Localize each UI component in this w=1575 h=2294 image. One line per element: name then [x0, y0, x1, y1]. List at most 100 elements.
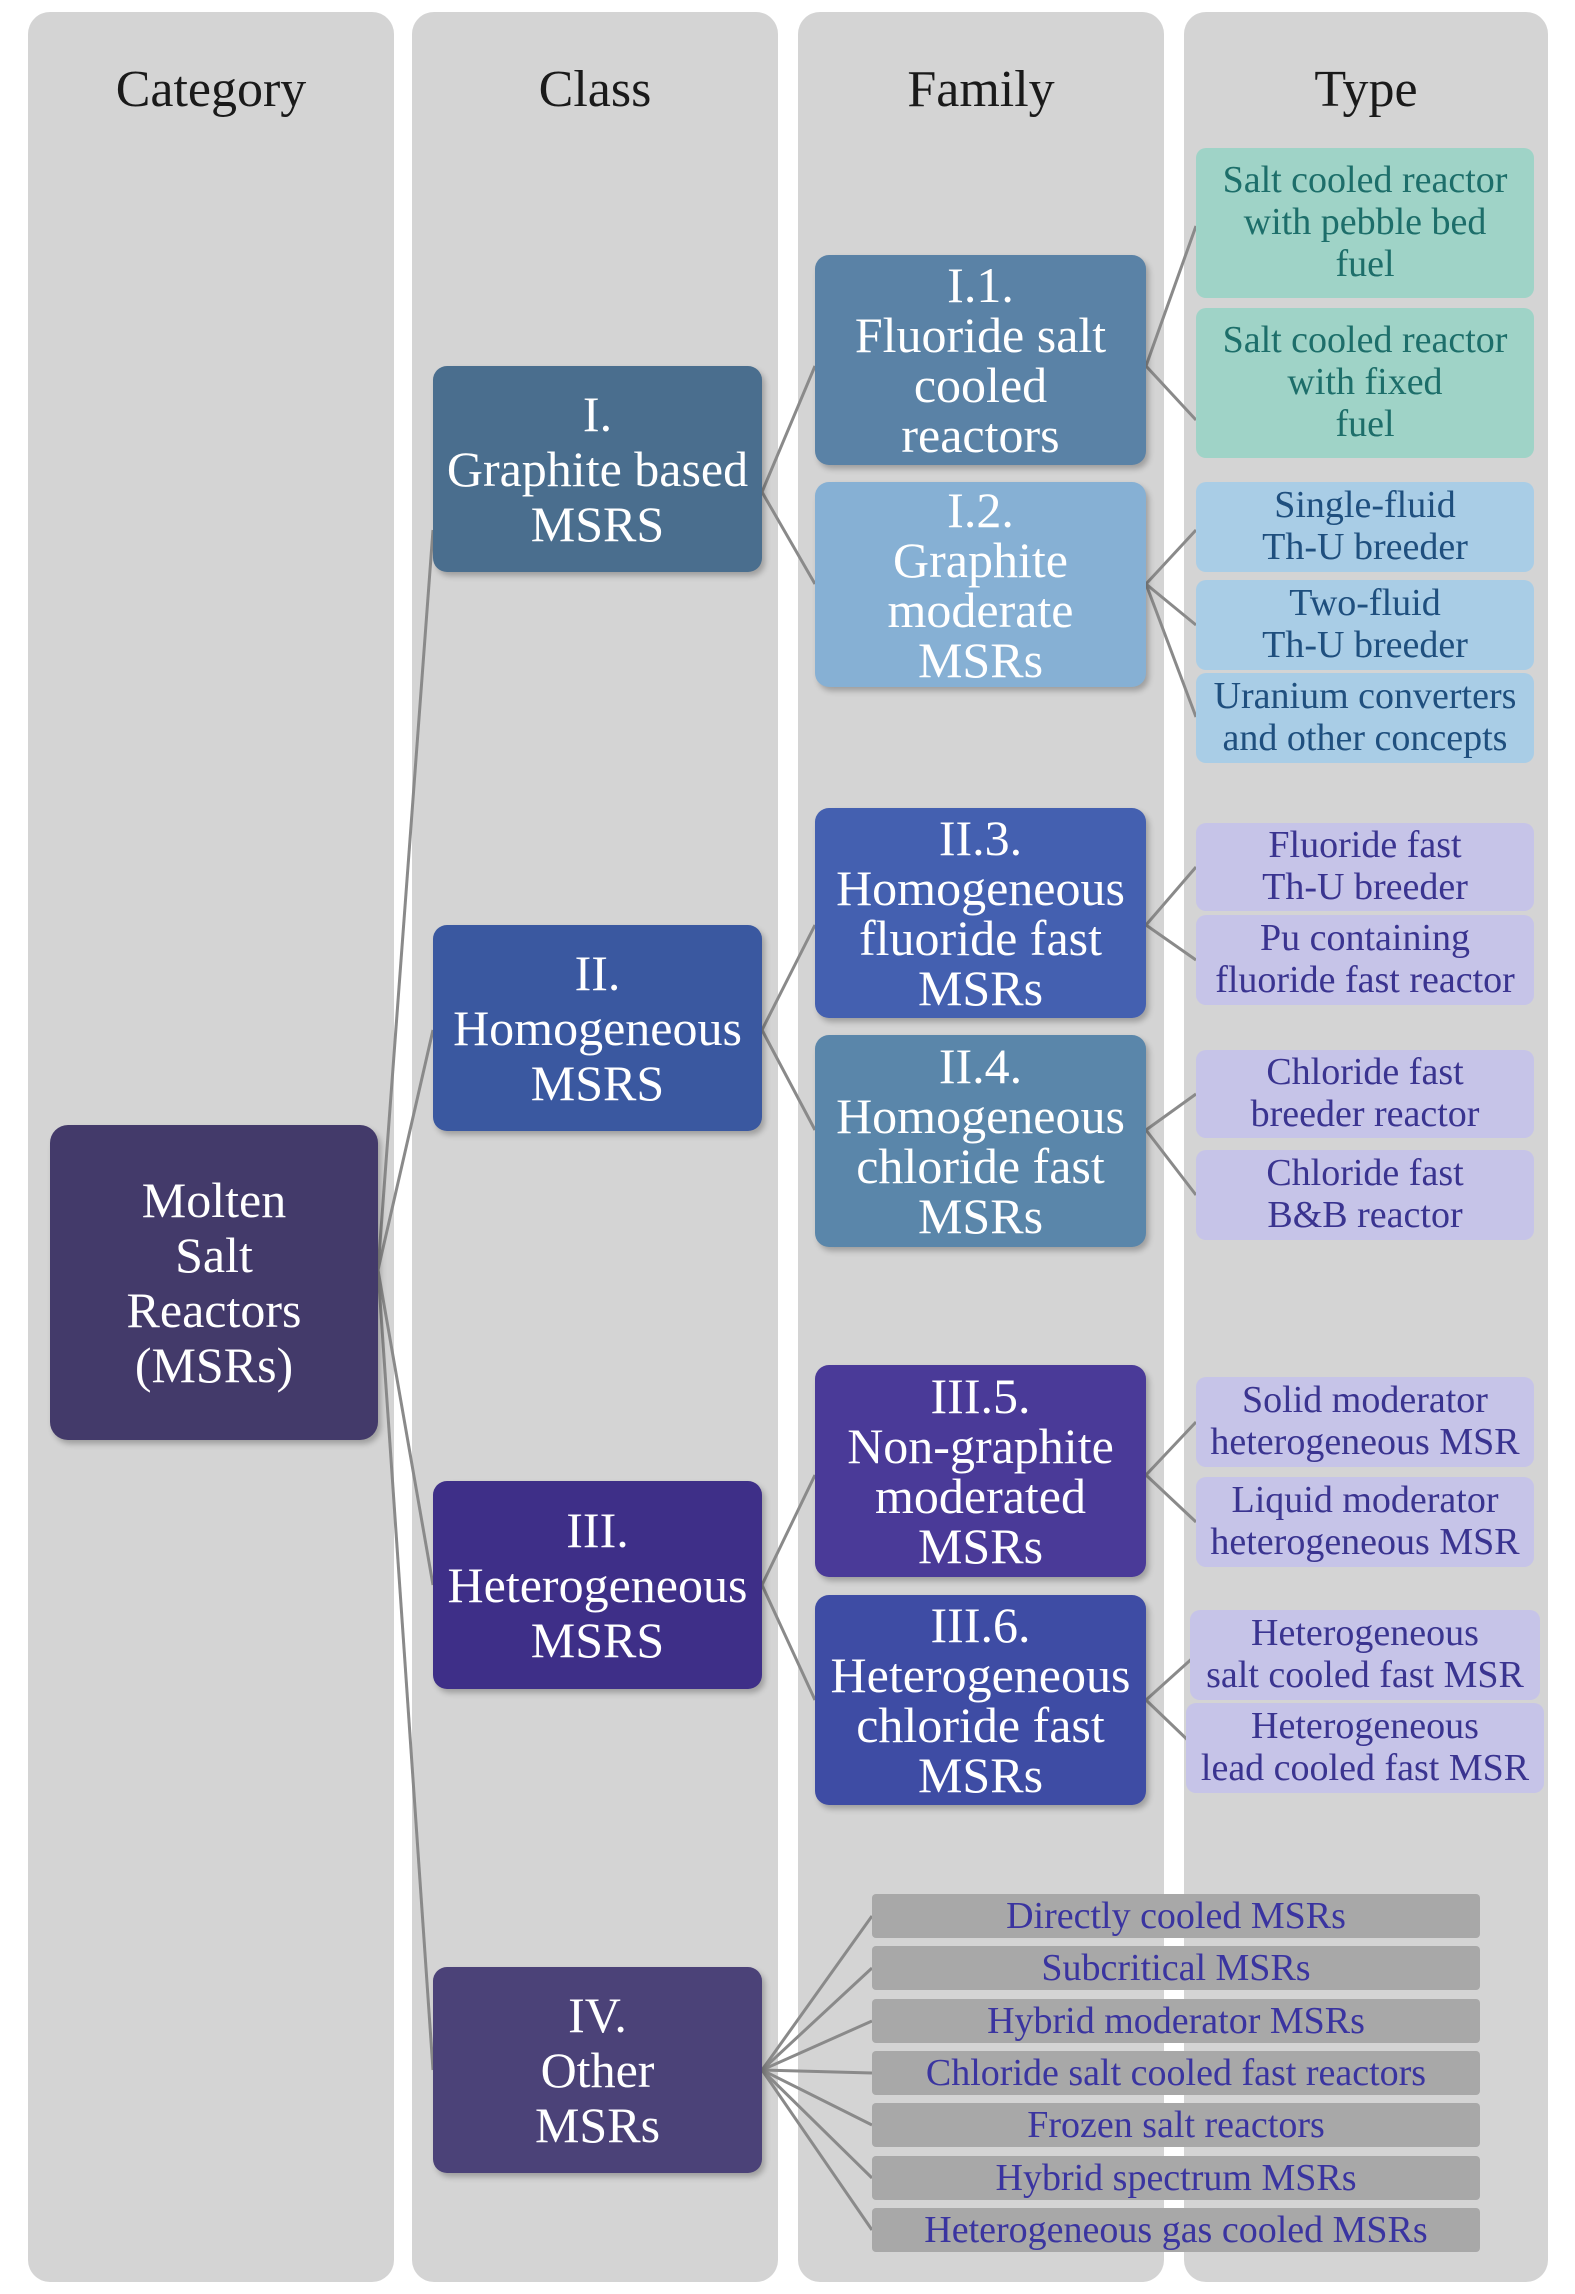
type-node-6: Fluoride fast Th-U breeder: [1196, 823, 1534, 911]
family-line: Homogeneous: [836, 860, 1125, 916]
type-node-7: Pu containing fluoride fast reactor: [1196, 915, 1534, 1005]
class-line: Other: [540, 2041, 655, 2098]
class-line: MSRs: [534, 2096, 661, 2153]
type-node-10: Solid moderator heterogeneous MSR: [1196, 1377, 1534, 1467]
family-line: chloride fast: [856, 1697, 1105, 1753]
family-line: Homogeneous: [836, 1088, 1125, 1144]
family-header: Family: [907, 61, 1055, 118]
other-msr-item: Frozen salt reactors: [872, 2103, 1480, 2147]
class-line: I.: [582, 385, 613, 442]
root-line: Reactors: [126, 1281, 302, 1338]
root-line: (MSRs): [134, 1336, 294, 1393]
class-node-4: IV. Other MSRs: [433, 1967, 762, 2173]
class-line: MSRS: [530, 495, 665, 552]
family-line: MSRs: [917, 1747, 1044, 1803]
class-line: Homogeneous: [453, 999, 742, 1056]
other-msr-item: Hybrid moderator MSRs: [872, 1999, 1480, 2043]
type-line: fuel: [1335, 242, 1395, 285]
other-msr-item: Subcritical MSRs: [872, 1946, 1480, 1990]
type-line: Heterogeneous: [1251, 1612, 1479, 1655]
type-line: with pebble bed: [1243, 201, 1487, 244]
type-line: Liquid moderator: [1231, 1479, 1499, 1522]
family-line: III.6.: [930, 1597, 1031, 1653]
type-node-13: Heterogeneous lead cooled fast MSR: [1186, 1703, 1544, 1793]
type-node-1: Salt cooled reactor with pebble bed fuel: [1196, 148, 1534, 298]
type-node-3: Single-fluid Th-U breeder: [1196, 482, 1534, 572]
family-line: Non-graphite: [847, 1418, 1114, 1474]
family-line: fluoride fast: [859, 910, 1102, 966]
family-line: moderated: [874, 1468, 1086, 1524]
type-node-4: Two-fluid Th-U breeder: [1196, 580, 1534, 670]
class-line: MSRS: [530, 1054, 665, 1111]
family-node-6: III.6. Heterogeneous chloride fast MSRs: [815, 1595, 1146, 1805]
family-node-1: I.1. Fluoride salt cooled reactors: [815, 255, 1146, 465]
type-line: and other concepts: [1222, 717, 1508, 759]
type-line: Th-U breeder: [1262, 866, 1468, 908]
type-line: salt cooled fast MSR: [1206, 1654, 1524, 1696]
family-line: Fluoride salt: [854, 307, 1107, 363]
category-header: Category: [115, 61, 307, 118]
type-line: Salt cooled reactor: [1222, 319, 1508, 362]
type-line: with fixed: [1287, 361, 1443, 404]
type-line: Solid moderator: [1242, 1379, 1488, 1422]
type-line: Single-fluid: [1274, 484, 1456, 527]
family-line: II.4.: [938, 1038, 1023, 1094]
class-node-3: III. Heterogeneous MSRS: [433, 1481, 762, 1689]
family-line: Graphite: [893, 531, 1068, 588]
type-line: Two-fluid: [1289, 582, 1441, 625]
type-line: heterogeneous MSR: [1210, 1421, 1520, 1463]
class-line: MSRS: [530, 1611, 665, 1668]
other-msr-item: Heterogeneous gas cooled MSRs: [872, 2208, 1480, 2252]
other-msr-item: Chloride salt cooled fast reactors: [872, 2051, 1480, 2095]
family-line: MSRs: [917, 960, 1044, 1016]
class-line: IV.: [568, 1986, 627, 2043]
type-line: Th-U breeder: [1262, 624, 1468, 666]
type-node-12: Heterogeneous salt cooled fast MSR: [1190, 1610, 1540, 1700]
family-line: II.3.: [938, 810, 1023, 866]
type-line: fluoride fast reactor: [1215, 959, 1515, 1001]
family-line: moderate: [887, 581, 1074, 638]
family-node-5: III.5. Non-graphite moderated MSRs: [815, 1365, 1146, 1577]
root-node: Molten Salt Reactors (MSRs): [50, 1125, 378, 1440]
class-line: Graphite based: [446, 440, 749, 497]
type-line: Chloride fast: [1266, 1051, 1464, 1094]
type-line: Uranium converters: [1213, 675, 1517, 718]
family-node-2: I.2. Graphite moderate MSRs: [815, 482, 1146, 687]
family-line: Heterogeneous: [830, 1647, 1131, 1703]
class-line: II.: [574, 944, 621, 1001]
type-line: Pu containing: [1259, 917, 1471, 960]
type-node-2: Salt cooled reactor with fixed fuel: [1196, 308, 1534, 458]
family-line: chloride fast: [856, 1138, 1105, 1194]
type-node-11: Liquid moderator heterogeneous MSR: [1196, 1477, 1534, 1567]
family-line: MSRs: [917, 631, 1044, 688]
other-msr-item: Directly cooled MSRs: [872, 1894, 1480, 1938]
family-line: MSRs: [917, 1518, 1044, 1574]
type-node-9: Chloride fast B&B reactor: [1196, 1150, 1534, 1240]
family-line: III.5.: [930, 1368, 1031, 1424]
family-line: MSRs: [917, 1188, 1044, 1244]
family-line: cooled: [913, 357, 1048, 413]
type-line: Th-U breeder: [1262, 526, 1468, 568]
type-line: Fluoride fast: [1268, 824, 1462, 867]
root-line: Molten: [141, 1171, 287, 1228]
family-node-3: II.3. Homogeneous fluoride fast MSRs: [815, 808, 1146, 1018]
type-header: Type: [1314, 61, 1418, 118]
class-header: Class: [538, 61, 652, 118]
class-line: Heterogeneous: [447, 1556, 748, 1613]
type-line: B&B reactor: [1267, 1194, 1463, 1236]
type-node-8: Chloride fast breeder reactor: [1196, 1050, 1534, 1138]
type-line: lead cooled fast MSR: [1200, 1747, 1530, 1789]
type-line: Chloride fast: [1266, 1152, 1464, 1195]
type-line: Heterogeneous: [1251, 1705, 1479, 1748]
class-line: III.: [566, 1501, 629, 1558]
type-node-5: Uranium converters and other concepts: [1196, 673, 1534, 763]
root-line: Salt: [175, 1226, 253, 1283]
class-node-1: I. Graphite based MSRS: [433, 366, 762, 572]
type-line: Salt cooled reactor: [1222, 159, 1508, 202]
class-node-2: II. Homogeneous MSRS: [433, 925, 762, 1131]
other-msr-item: Hybrid spectrum MSRs: [872, 2156, 1480, 2200]
family-line: I.2.: [947, 481, 1014, 538]
class-column: Class: [412, 12, 778, 2282]
family-line: reactors: [901, 407, 1060, 463]
family-node-4: II.4. Homogeneous chloride fast MSRs: [815, 1035, 1146, 1247]
